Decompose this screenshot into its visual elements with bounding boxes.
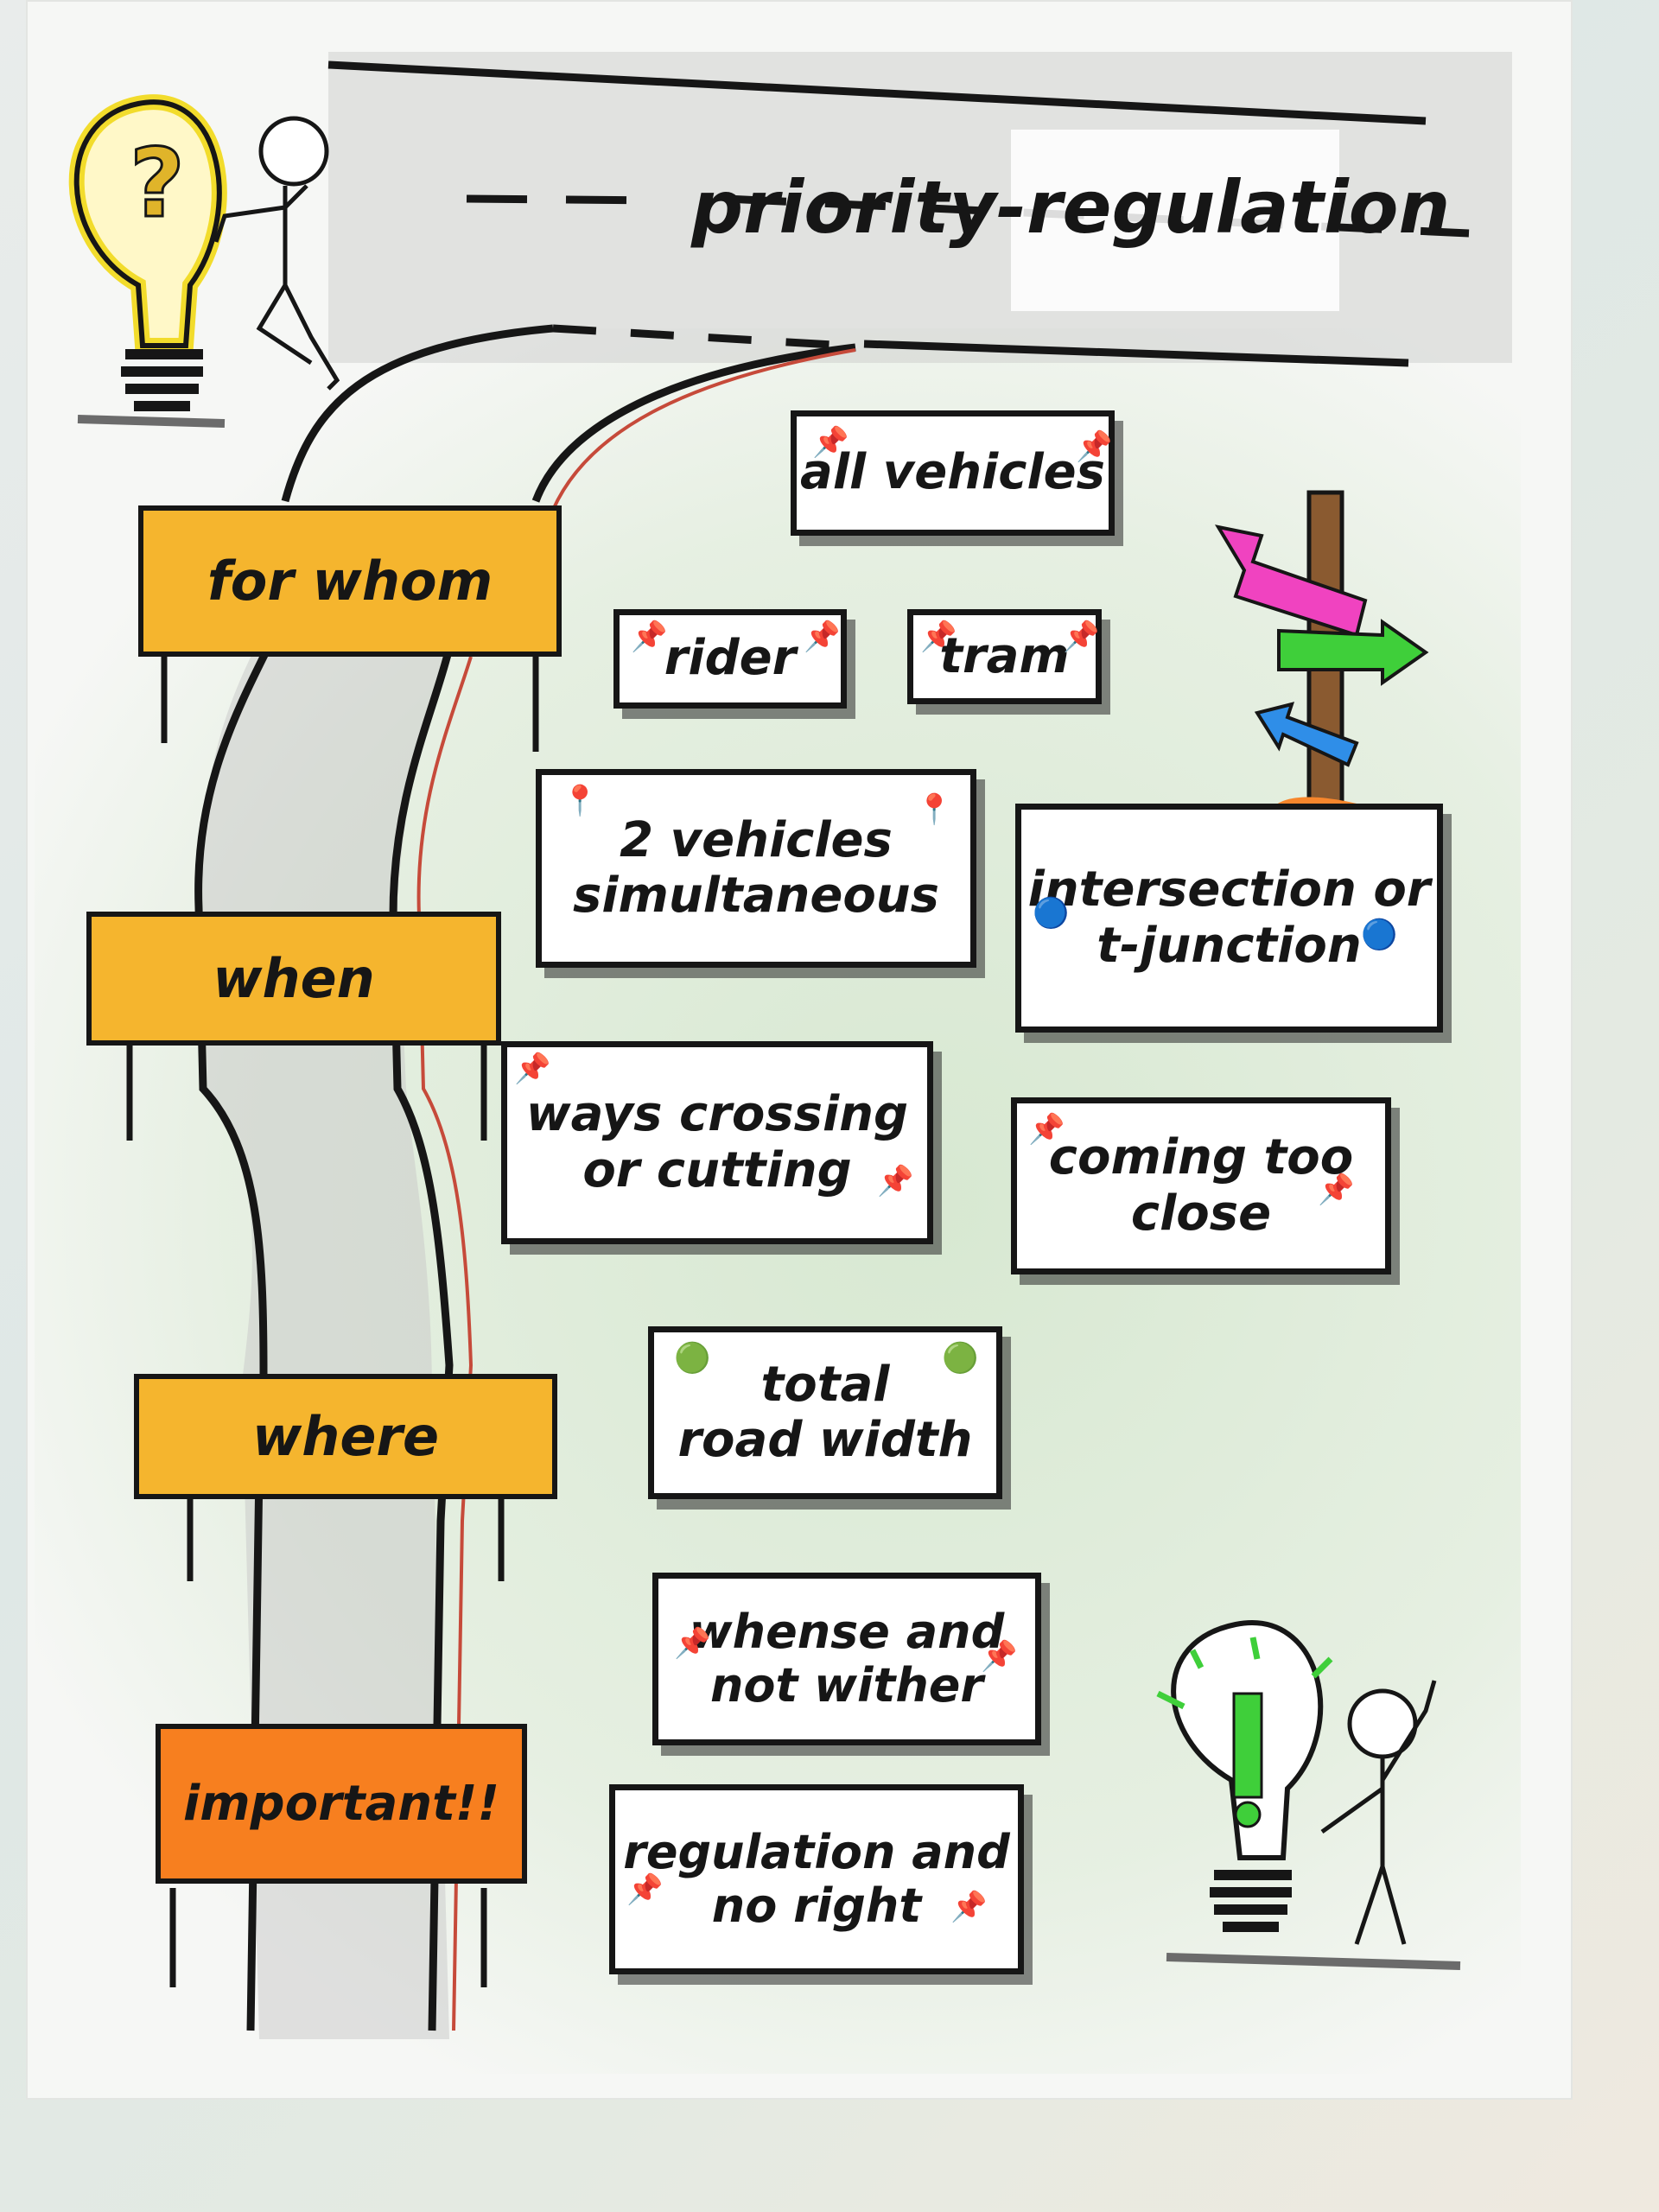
card-text: rider [664, 630, 797, 687]
card-rider: rider [613, 609, 847, 709]
pushpin-icon: 🔵 [1033, 896, 1070, 931]
lightbulb-question-icon: ? [68, 94, 227, 428]
pushpin-icon: 📌 [920, 620, 957, 654]
card-total-road-width: total road width [648, 1326, 1002, 1499]
pushpin-icon: 🔵 [1361, 918, 1398, 952]
pushpin-icon: 📌 [514, 1052, 551, 1086]
pushpin-icon: 📍 [916, 792, 953, 827]
stick-figure-thinking [213, 116, 340, 391]
card-coming-too-close: coming too close [1011, 1097, 1391, 1274]
title-tape [1011, 130, 1339, 311]
pushpin-icon: 📌 [631, 620, 668, 654]
card-text: tram [939, 627, 1070, 684]
label-important: important!! [156, 1724, 527, 1884]
label-where: where [134, 1374, 557, 1499]
card-text: total road width [677, 1356, 973, 1468]
pushpin-icon: 📌 [1076, 429, 1113, 464]
card-text: coming too close [1048, 1129, 1354, 1242]
pushpin-icon: 🟢 [674, 1341, 711, 1376]
card-text: all vehicles [800, 444, 1105, 501]
card-all-vehicles: all vehicles [791, 410, 1115, 536]
card-intersection: intersection or t-junction [1015, 804, 1443, 1033]
lightbulb-exclamation-icon [1156, 1620, 1461, 1970]
svg-text:?: ? [130, 128, 185, 238]
pushpin-icon: 📌 [981, 1639, 1018, 1674]
signpost-icon [1214, 490, 1429, 830]
card-text: whense and not wither [689, 1604, 1005, 1713]
stick-figure-thumbs-up [1320, 1680, 1437, 1945]
pushpin-icon: 📌 [1028, 1112, 1065, 1147]
card-text: regulation and no right [623, 1824, 1010, 1933]
pushpin-icon: 📍 [562, 784, 599, 818]
pushpin-icon: 📌 [804, 620, 841, 654]
card-tram: tram [907, 609, 1102, 704]
card-text: intersection or t-junction [1027, 861, 1431, 974]
page-title: priority-regulation [691, 165, 1451, 250]
card-ways-crossing: ways crossing or cutting [501, 1041, 933, 1244]
card-two-vehicles: 2 vehicles simultaneous [536, 769, 976, 968]
label-when: when [86, 912, 501, 1046]
pushpin-icon: 📌 [674, 1626, 711, 1661]
pushpin-icon: 📌 [877, 1164, 914, 1198]
pushpin-icon: 📌 [626, 1872, 664, 1907]
pushpin-icon: 🟢 [942, 1341, 979, 1376]
card-text: 2 vehicles simultaneous [572, 811, 940, 924]
card-text: ways crossing or cutting [525, 1086, 909, 1198]
label-for-whom: for whom [138, 505, 562, 657]
card-regulation: regulation and no right [609, 1784, 1024, 1974]
pushpin-icon: 📌 [1318, 1173, 1355, 1207]
card-whense: whense and not wither [652, 1573, 1041, 1745]
pushpin-icon: 📌 [950, 1890, 988, 1924]
pushpin-icon: 📌 [1063, 620, 1100, 654]
pushpin-icon: 📌 [812, 425, 849, 460]
